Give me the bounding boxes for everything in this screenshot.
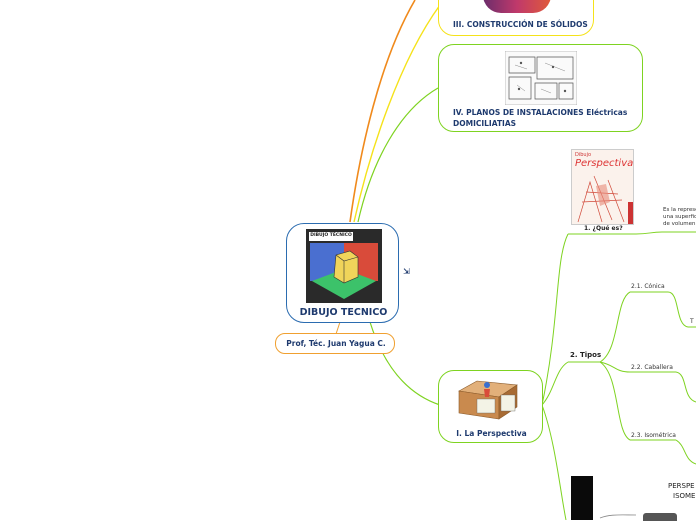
book-perspectiva-image: Dibujo Perspectiva — [571, 149, 634, 225]
connector-bottom-child — [599, 514, 637, 519]
author-name: Prof, Téc. Juan Yagua C. — [286, 339, 386, 348]
connector-conica-child — [667, 291, 689, 328]
collapse-icon[interactable]: ⇲ — [403, 267, 410, 276]
iso-label-1: PERSPE — [668, 482, 695, 490]
book-title-small: Dibujo — [575, 152, 592, 158]
connector-que-es-desc — [635, 231, 663, 235]
solidos-image — [483, 0, 551, 13]
caballera-label[interactable]: 2.2. Caballera — [631, 364, 673, 371]
connector-bottom — [541, 404, 567, 520]
planos-title: IV. PLANOS DE INSTALACIONES Eléctricas D… — [453, 108, 628, 128]
central-title: DIBUJO TECNICO — [299, 307, 388, 318]
que-es-description[interactable]: Es la represe una superfic de volumen — [663, 207, 696, 227]
connector-top-yellow — [353, 4, 441, 223]
connector-isometrica-child — [675, 439, 696, 465]
node-author[interactable]: Prof, Téc. Juan Yagua C. — [275, 333, 395, 354]
connector-tipos — [541, 361, 569, 406]
connector-author — [335, 321, 341, 335]
connector-caballera-child — [675, 371, 696, 403]
conica-child-label[interactable]: T — [690, 318, 694, 325]
conica-label[interactable]: 2.1. Cónica — [631, 283, 665, 290]
connector-isometrica — [599, 361, 631, 441]
perspectiva-title: I. La Perspectiva — [456, 429, 527, 438]
node-construccion-solidos[interactable]: III. CONSTRUCCIÓN DE SÓLIDOS — [438, 0, 594, 36]
que-es-label[interactable]: 1. ¿Qué es? — [584, 225, 623, 232]
logo-badge-text: DIBUJO TÉCNICO — [310, 233, 352, 238]
node-central-dibujo-tecnico[interactable]: DIBUJO TÉCNICO DIBUJO TECNICO — [286, 223, 399, 323]
book-sketch — [577, 175, 633, 224]
node-la-perspectiva[interactable]: I. La Perspectiva — [438, 370, 543, 443]
book-title-big: Perspectiva — [575, 158, 634, 169]
node-planos-instalaciones[interactable]: IV. PLANOS DE INSTALACIONES Eléctricas D… — [438, 44, 643, 132]
bottom-dark-image — [571, 476, 593, 520]
connector-conica — [599, 291, 631, 363]
iso-label-2: ISOME — [673, 492, 696, 500]
tipos-label[interactable]: 2. Tipos — [570, 351, 602, 359]
dibujo-tecnico-logo — [306, 229, 382, 303]
planos-image — [505, 51, 577, 105]
isometrica-label[interactable]: 2.3. Isométrica — [631, 432, 676, 439]
connector-que-es — [541, 233, 569, 406]
solidos-title: III. CONSTRUCCIÓN DE SÓLIDOS — [453, 20, 588, 29]
bottom-grey-thumbnail — [643, 513, 677, 521]
perspectiva-image — [458, 380, 518, 420]
connector-planos — [357, 87, 439, 223]
connector-solidos — [349, 0, 416, 223]
connector-caballera — [599, 361, 631, 373]
